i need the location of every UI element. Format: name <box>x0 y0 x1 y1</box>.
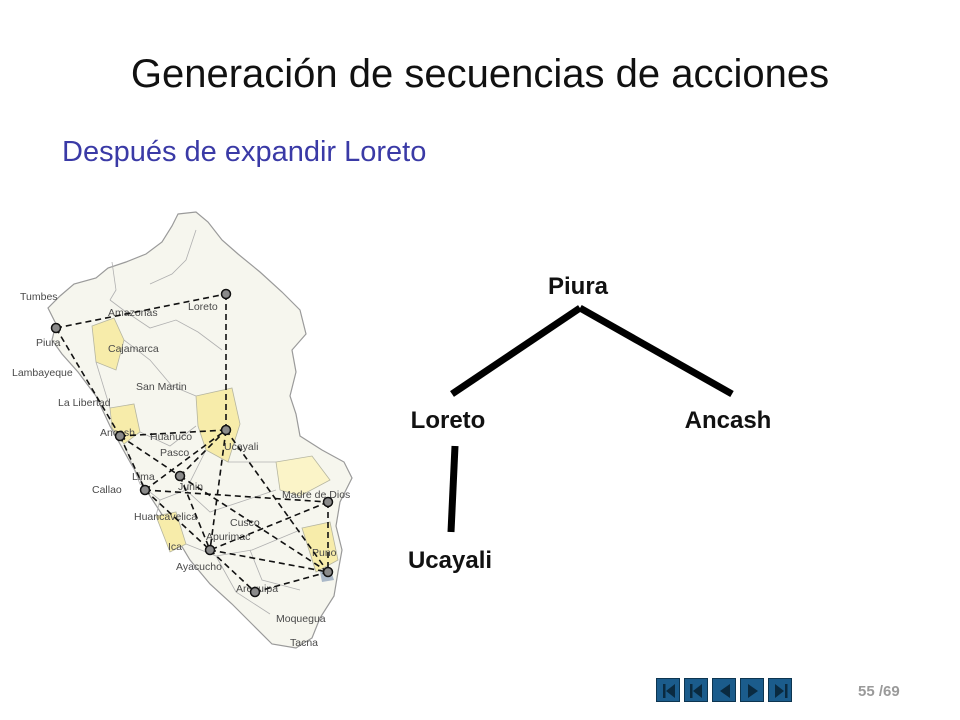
region-cajamarca <box>91 317 125 371</box>
region-madre-de-dios <box>275 455 331 497</box>
tree-node-child: Loreto <box>411 407 486 434</box>
last-page-button[interactable] <box>768 678 792 702</box>
region-puno <box>301 521 339 573</box>
next-page-button[interactable] <box>740 678 764 702</box>
region-labels: Tumbes Amazonas Loreto Piura Cajamarca L… <box>12 291 350 649</box>
tree-node-expanded: Ucayali <box>408 547 492 574</box>
node-lima <box>139 484 151 496</box>
region-label: Lima <box>132 471 155 483</box>
back-button[interactable] <box>712 678 736 702</box>
region-label: La Libertad <box>58 397 111 409</box>
last-page-icon <box>775 684 788 698</box>
region-label: Cusco <box>230 517 260 529</box>
region-label: Lambayeque <box>12 367 73 379</box>
region-boundaries <box>95 229 301 615</box>
region-label: Tumbes <box>20 291 58 303</box>
node-madre-de-dios <box>322 496 334 508</box>
node-pasco <box>174 470 186 482</box>
node-arequipa <box>249 586 261 598</box>
node-ayacucho <box>204 544 216 556</box>
previous-page-button[interactable] <box>684 678 708 702</box>
slide-subtitle: Después de expandir Loreto <box>62 136 427 168</box>
node-piura <box>50 322 62 334</box>
slide-navigation <box>656 678 792 702</box>
route-nodes <box>50 288 334 598</box>
node-loreto <box>220 288 232 300</box>
region-label: Moquegua <box>276 613 326 625</box>
page-total: /69 <box>878 683 900 700</box>
first-page-icon <box>663 684 675 698</box>
region-label: Ayacucho <box>176 561 222 573</box>
peru-map: Tumbes Amazonas Loreto Piura Cajamarca L… <box>12 211 353 649</box>
region-label: Tacna <box>290 637 318 649</box>
tree-node-child: Ancash <box>685 407 772 434</box>
edge-loreto-ucayali <box>447 445 459 533</box>
region-label: Loreto <box>188 301 218 313</box>
region-label: Piura <box>36 337 61 349</box>
back-icon <box>720 684 730 698</box>
node-puno <box>322 566 334 578</box>
page-current: 55 <box>858 683 875 700</box>
node-ancash <box>114 430 126 442</box>
search-tree: Piura Loreto Ancash Ucayali <box>408 273 772 574</box>
edge-piura-loreto <box>450 305 582 397</box>
route-edges <box>55 293 329 593</box>
region-label: Huancavelica <box>134 511 197 523</box>
region-label: Apurimac <box>206 531 250 543</box>
region-label: San Martin <box>136 381 187 393</box>
region-label: Callao <box>92 484 122 496</box>
slide-title: Generación de secuencias de acciones <box>130 52 830 96</box>
region-label: Ucayali <box>224 441 258 453</box>
region-label: Puno <box>312 547 337 559</box>
next-page-icon <box>748 684 758 698</box>
region-label: Ica <box>168 541 182 553</box>
region-label: Madre de Dios <box>282 489 350 501</box>
first-page-button[interactable] <box>656 678 680 702</box>
region-label: Amazonas <box>108 307 158 319</box>
tree-node-root: Piura <box>548 273 609 300</box>
page-number: 55 /69 <box>858 683 900 700</box>
node-ucayali <box>220 424 232 436</box>
region-label: Cajamarca <box>108 343 159 355</box>
region-label: Pasco <box>160 447 189 459</box>
previous-page-icon <box>690 684 702 698</box>
edge-piura-ancash <box>578 304 734 398</box>
region-label: Junin <box>178 481 203 493</box>
